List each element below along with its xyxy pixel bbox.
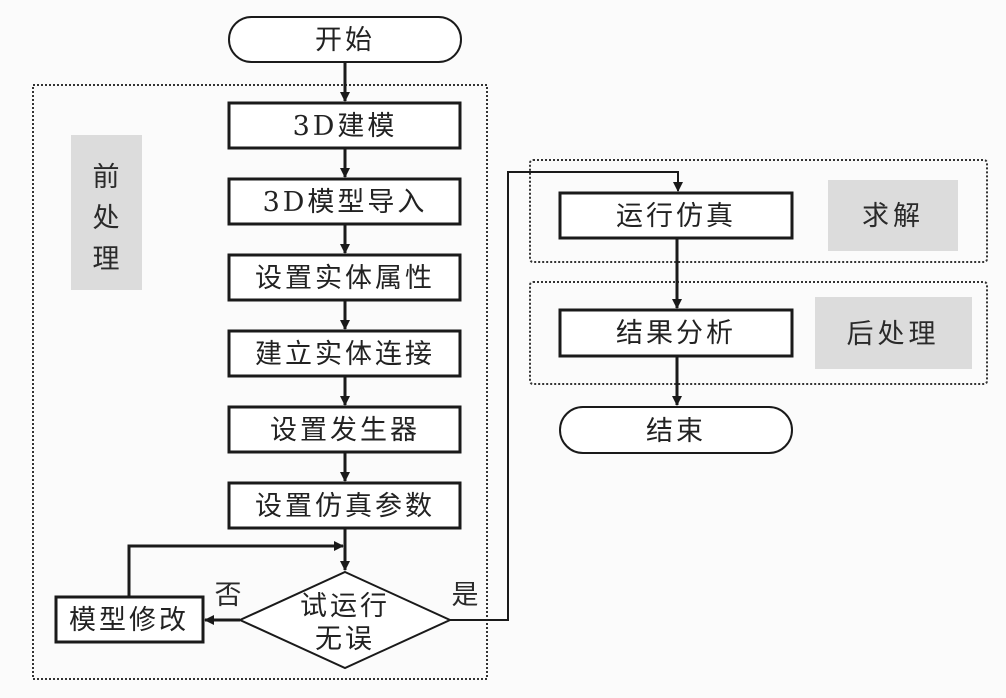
step-set-generator-text: 设置发生器 [270,415,420,446]
step-run-simulation-text: 运行仿真 [616,201,736,232]
yes-label: 是 [452,580,479,611]
step-run-simulation: 运行仿真 [558,191,794,240]
step-model-modification: 模型修改 [54,595,205,644]
end-terminator [559,406,793,454]
step-3d-model-import-text: 3D模型导入 [263,187,428,218]
arrow-fix-loop-back [127,541,344,597]
step-result-analysis-text: 结果分析 [616,318,736,349]
decision-text-line-1: 试运行 [300,591,390,622]
step-set-entity-properties: 设置实体属性 [227,253,462,302]
post-processing-label-bg [815,297,972,369]
step-create-entity-connections: 建立实体连接 [227,329,462,378]
start-text: 开始 [315,25,375,56]
pre-processing-label-line-3: 理 [93,244,120,275]
end-text: 结束 [646,416,706,447]
step-set-generator: 设置发生器 [227,405,462,454]
arrow-decision-yes-to-run [450,171,683,621]
step-model-modification-text: 模型修改 [69,605,189,636]
post-processing-frame [529,281,988,385]
step-create-entity-connections-text: 建立实体连接 [255,339,435,370]
solve-label: 求解 [862,201,924,232]
solve-label-bg [828,180,958,251]
step-set-simulation-params: 设置仿真参数 [227,481,462,530]
step-3d-modeling-text: 3D建模 [293,111,398,142]
step-3d-model-import: 3D模型导入 [227,177,462,226]
step-set-entity-properties-text: 设置实体属性 [255,263,435,294]
no-label: 否 [215,580,242,611]
step-set-simulation-params-text: 设置仿真参数 [255,491,435,522]
pre-processing-label-line-1: 前 [93,162,120,193]
step-3d-modeling: 3D建模 [227,101,462,150]
solve-frame [529,159,988,263]
pre-processing-label-bg [71,135,142,290]
step-result-analysis: 结果分析 [558,308,794,358]
decision-text-line-2: 无误 [315,624,375,655]
pre-processing-label-line-2: 处 [93,203,120,234]
post-processing-label: 后处理 [847,319,940,350]
decision-trial-run-ok: 试运行 无误 [237,570,453,670]
